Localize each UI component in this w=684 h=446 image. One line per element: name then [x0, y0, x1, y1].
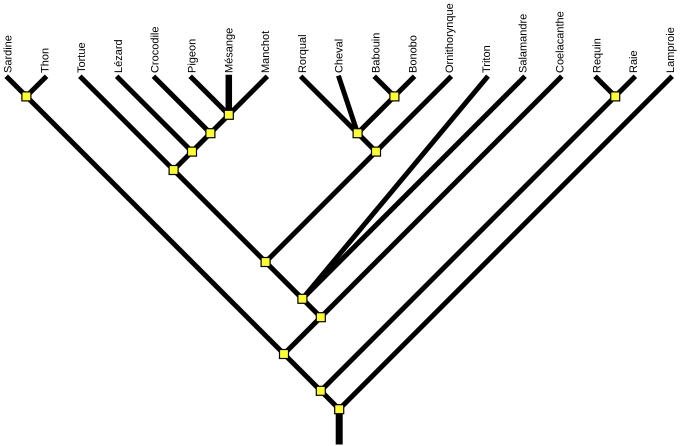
leaf-label-lezard[interactable]: Lézard: [113, 39, 125, 73]
leaf-label-salamandre[interactable]: Salamandre: [518, 14, 530, 73]
leaf-label-requin[interactable]: Requin: [591, 38, 603, 73]
leaf-label-crocodile[interactable]: Crocodile: [150, 27, 162, 73]
branch-lezard: [114, 74, 196, 156]
branch-manchot: [225, 74, 270, 119]
leaf-label-thon[interactable]: Thon: [39, 48, 51, 73]
leaf-label-manchot[interactable]: Manchot: [260, 31, 272, 73]
node-bony-vertebrates-marker[interactable]: [278, 348, 290, 360]
branch-sarcopterygians-clade: [280, 313, 325, 358]
branch-rorqual: [298, 74, 362, 137]
node-mammals-marker[interactable]: [370, 146, 382, 157]
branch-tortue: [78, 74, 178, 174]
node-placentals-marker[interactable]: [352, 128, 363, 139]
branch-lamproie: [335, 74, 674, 413]
leaf-label-tortue[interactable]: Tortue: [76, 42, 88, 73]
branch-requin-raie-clade: [317, 92, 619, 395]
leaf-label-babouin[interactable]: Babouin: [371, 33, 383, 73]
leaf-label-bonobo[interactable]: Bonobo: [407, 35, 419, 73]
node-tetrapods-marker[interactable]: [297, 293, 308, 304]
node-lezard-clade-marker[interactable]: [186, 146, 198, 157]
leaf-label-mesange[interactable]: Mésange: [223, 28, 235, 73]
branch-crocodile: [151, 74, 214, 137]
leaf-label-raie[interactable]: Raie: [628, 50, 640, 73]
node-sardine-thon-marker[interactable]: [21, 91, 32, 102]
branch-babouin-bonobo-clade: [354, 92, 398, 137]
branch-sauropsids-clade: [170, 166, 270, 266]
branch-cheval: [336, 74, 361, 137]
leaf-label-lamproie[interactable]: Lamproie: [665, 27, 677, 73]
leaf-label-ornithorynque[interactable]: Ornithorynque: [444, 3, 456, 73]
node-sarcopterygians-marker[interactable]: [315, 312, 326, 323]
branch-triton: [298, 74, 490, 303]
branch-salamandre: [298, 74, 527, 303]
branch-amniotes-clade: [262, 258, 306, 303]
node-tortue-clade-marker[interactable]: [168, 164, 179, 176]
branch-coelacanthe: [317, 74, 564, 321]
internal-nodes-layer: [21, 91, 621, 415]
branch-bony-vertebrates-clade: [280, 350, 325, 395]
node-crocodile-clade-marker[interactable]: [205, 128, 216, 139]
node-birds-marker[interactable]: [223, 109, 234, 120]
node-amniotes-marker[interactable]: [260, 256, 271, 268]
branch-ornithorynque: [372, 74, 454, 156]
leaf-label-pigeon[interactable]: Pigeon: [187, 39, 199, 73]
branch-pigeon: [188, 74, 233, 119]
node-root-marker[interactable]: [334, 404, 345, 415]
node-babouin-bonobo-marker[interactable]: [389, 91, 400, 102]
node-requin-raie-marker[interactable]: [610, 91, 621, 102]
node-gnathostomes-marker[interactable]: [315, 385, 326, 396]
leaf-labels-layer: Sardine Thon Tortue Lézard Crocodile Pigeon Mé…: [3, 3, 677, 73]
leaf-label-rorqual[interactable]: Rorqual: [297, 34, 309, 73]
branch-sardine-thon-clade: [22, 92, 288, 358]
leaf-label-sardine[interactable]: Sardine: [3, 35, 15, 73]
branch-mammals-clade: [262, 148, 380, 266]
branches-layer: [4, 74, 674, 445]
leaf-label-coelacanthe[interactable]: Coelacanthe: [555, 11, 567, 73]
leaf-label-cheval[interactable]: Cheval: [334, 39, 346, 73]
leaf-label-triton[interactable]: Triton: [481, 45, 493, 73]
